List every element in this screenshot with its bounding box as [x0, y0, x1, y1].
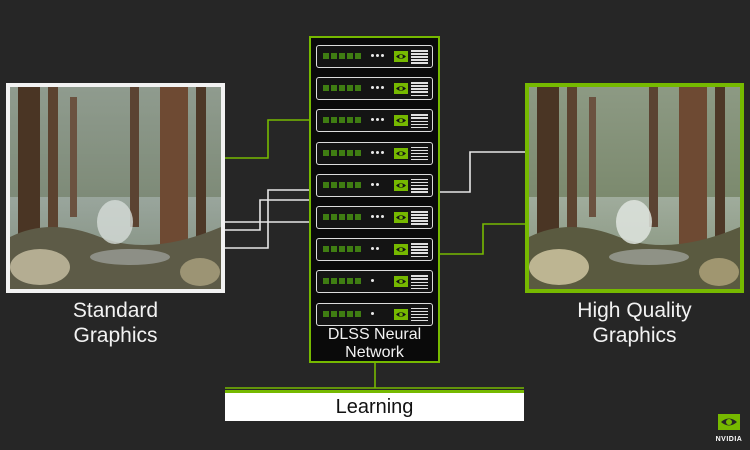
server-leds [323, 53, 361, 59]
server-unit [316, 238, 433, 262]
standard-graphics-caption: Standard Graphics [72, 299, 159, 347]
forest-scene-image [529, 87, 740, 289]
nvidia-eye-icon [394, 83, 408, 95]
server-status-dots [371, 279, 374, 283]
connector-net-to-hq-2 [433, 223, 526, 255]
server-leds [323, 214, 361, 220]
connector-standard-to-net-3 [225, 189, 316, 249]
server-status-dots [371, 54, 384, 57]
server-unit [316, 173, 433, 197]
server-status-dots [371, 215, 384, 218]
server-unit [316, 77, 433, 101]
dlss-neural-network-label: DLSS Neural Network [327, 326, 422, 361]
connector-net-to-hq-1 [433, 151, 526, 193]
server-unit [316, 109, 433, 133]
server-unit [316, 45, 433, 68]
nvidia-logo: NVIDIA [712, 414, 746, 444]
nvidia-eye-icon [394, 147, 408, 159]
server-status-dots [371, 247, 379, 251]
connector-standard-to-net-1 [225, 119, 316, 159]
server-vents [411, 178, 428, 194]
server-status-dots [371, 118, 384, 122]
nvidia-wordmark: NVIDIA [715, 436, 743, 443]
high-quality-graphics-image [525, 83, 744, 293]
server-vents [411, 114, 428, 129]
nvidia-eye-icon [394, 244, 408, 256]
server-leds [323, 310, 361, 317]
nvidia-eye-icon [394, 308, 408, 320]
server-status-dots [371, 86, 384, 90]
server-unit [316, 141, 433, 165]
nvidia-eye-icon [394, 212, 408, 223]
nvidia-eye-icon [394, 51, 408, 62]
server-leds [323, 117, 361, 124]
nvidia-eye-icon [394, 115, 408, 127]
learning-bar: Learning [225, 390, 524, 421]
server-vents [411, 275, 428, 290]
server-status-dots [371, 150, 384, 154]
server-unit [316, 270, 433, 294]
server-leds [323, 85, 361, 92]
forest-scene-image [10, 87, 221, 289]
connector-standard-to-net-4 [225, 199, 316, 231]
server-unit [316, 206, 433, 229]
nvidia-eye-icon [718, 414, 740, 430]
server-leds [323, 278, 361, 285]
server-status-dots [371, 311, 374, 315]
server-vents [411, 211, 428, 226]
server-leds [323, 149, 361, 156]
standard-graphics-image [6, 83, 225, 293]
server-leds [323, 246, 361, 253]
server-leds [323, 181, 361, 188]
server-status-dots [371, 182, 379, 186]
nvidia-eye-icon [394, 179, 408, 191]
server-vents [411, 146, 428, 162]
nvidia-eye-icon [394, 276, 408, 288]
high-quality-graphics-caption: High Quality Graphics [577, 299, 692, 347]
server-unit [316, 302, 433, 326]
server-vents [411, 243, 428, 258]
server-vents [411, 82, 428, 97]
server-vents [411, 50, 428, 65]
server-vents [411, 307, 428, 323]
